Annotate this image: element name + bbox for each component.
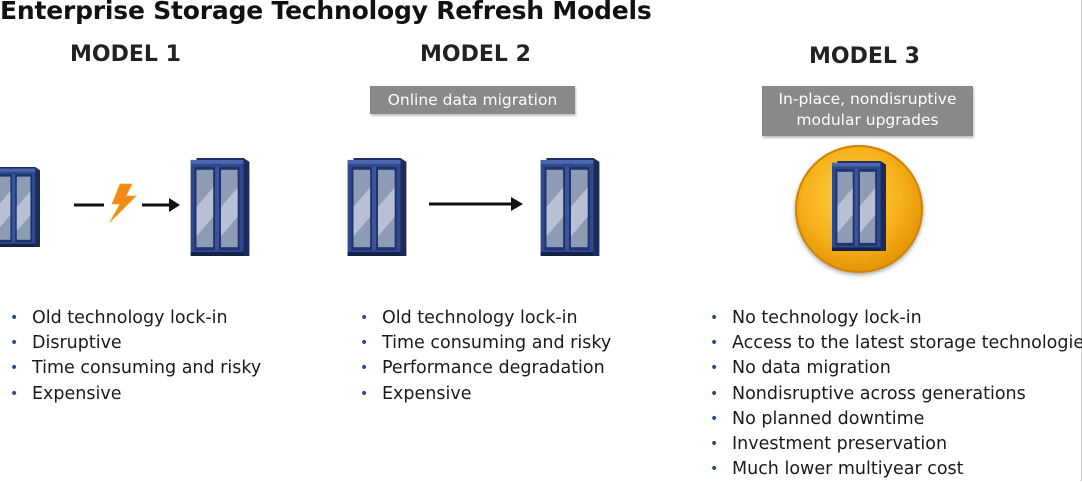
server-rack-icon [540,158,600,256]
page-title: Enterprise Storage Technology Refresh Mo… [0,0,652,25]
list-item: No data migration [710,356,1082,381]
list-item: No technology lock-in [710,306,1082,331]
tag-line: modular upgrades [796,111,939,129]
list-item: Much lower multiyear cost [710,457,1082,482]
model-2-bullets: Old technology lock-in Time consuming an… [360,306,611,407]
list-item: Performance degradation [360,356,611,381]
list-item: No planned downtime [710,407,1082,432]
lightning-bolt-icon [109,183,137,223]
server-rack-icon [0,167,40,247]
list-item: Investment preservation [710,432,1082,457]
list-item: Time consuming and risky [360,331,611,356]
model-1-heading: MODEL 1 [70,42,181,67]
server-rack-icon [347,158,407,256]
model-2-tag: Online data migration [370,86,575,114]
model-1-bullets: Old technology lock-in Disruptive Time c… [10,306,261,407]
arrow-right-icon [511,197,523,211]
model-2-transition [429,197,523,211]
list-item: Access to the latest storage technologie… [710,331,1082,356]
model-1-transition [74,183,180,223]
model-3-heading: MODEL 3 [809,44,920,69]
model-2-heading: MODEL 2 [420,42,531,67]
list-item: Nondisruptive across generations [710,382,1082,407]
arrow-right-icon [169,198,180,212]
list-item: Old technology lock-in [360,306,611,331]
tag-line: In-place, nondisruptive [778,90,957,108]
server-rack-icon [832,161,886,251]
list-item: Expensive [10,382,261,407]
list-item: Expensive [360,382,611,407]
list-item: Time consuming and risky [10,356,261,381]
model-3-bullets: No technology lock-in Access to the late… [710,306,1082,482]
model-3-tag: In-place, nondisruptive modular upgrades [762,86,973,136]
server-rack-icon [190,158,250,256]
list-item: Disruptive [10,331,261,356]
list-item: Old technology lock-in [10,306,261,331]
tag-line: Online data migration [387,91,558,109]
